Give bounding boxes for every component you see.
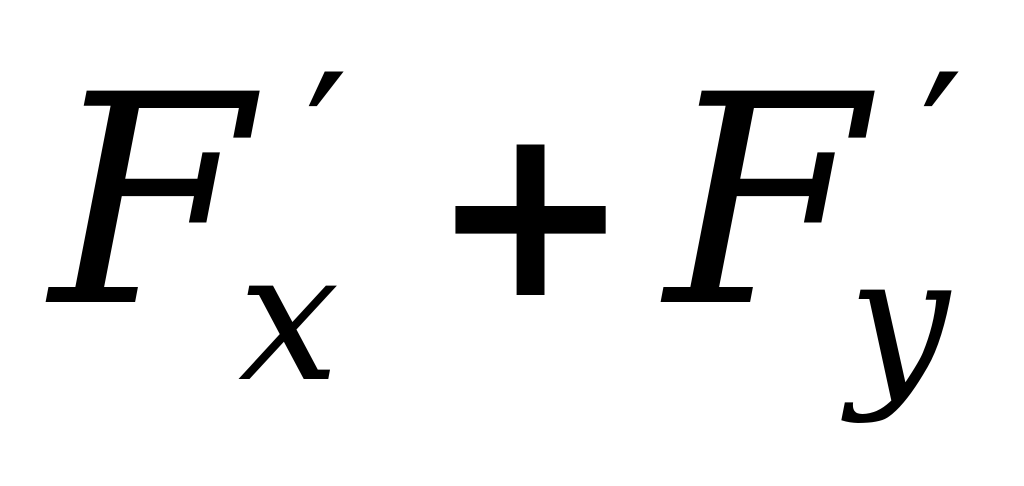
term1-subscript: x [238,213,340,422]
term1-base: F [50,34,252,371]
term2-subscript: y [848,217,950,426]
term2-prime: ′ [920,34,964,255]
plus-operator: + [430,72,632,352]
term1-prime: ′ [305,34,349,255]
term2-base: F [665,34,867,371]
